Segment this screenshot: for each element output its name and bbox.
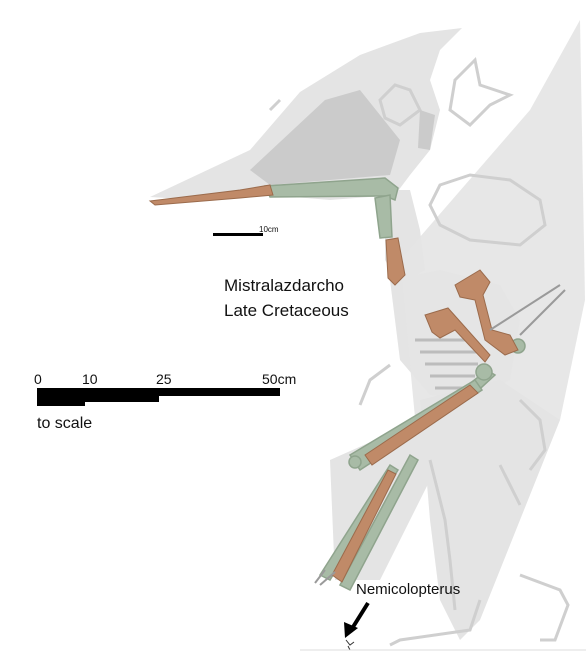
wing-spar-lines xyxy=(314,284,566,586)
scale-bar-caption: to scale xyxy=(37,415,92,432)
scale-tick-50: 50cm xyxy=(262,371,296,387)
scale-bar-segment-0 xyxy=(37,388,85,406)
comparison-arrow-shaft xyxy=(351,601,370,629)
skull-scale-bar-label: 10cm xyxy=(259,225,279,234)
skull-scale-bar: 10cm xyxy=(213,225,279,236)
comparison-label: Nemicolopterus xyxy=(356,581,460,598)
fossil-bones xyxy=(148,184,519,583)
taxon-age: Late Cretaceous xyxy=(224,301,349,320)
main-scale-bar: 0 10 25 50cm to scale xyxy=(34,371,296,432)
scale-tick-25: 25 xyxy=(156,371,172,387)
scale-tick-0: 0 xyxy=(34,371,42,387)
taxon-name: Mistralazdarcho xyxy=(224,276,344,295)
scale-tick-10: 10 xyxy=(82,371,98,387)
tiny-comparison-skeleton xyxy=(345,639,355,651)
skeleton-outline xyxy=(268,56,570,647)
skull-cavities xyxy=(250,90,435,185)
comparison-arrow-head xyxy=(344,622,358,638)
skull-scale-bar-line xyxy=(213,233,263,236)
comparison-callout: Nemicolopterus xyxy=(344,581,460,651)
